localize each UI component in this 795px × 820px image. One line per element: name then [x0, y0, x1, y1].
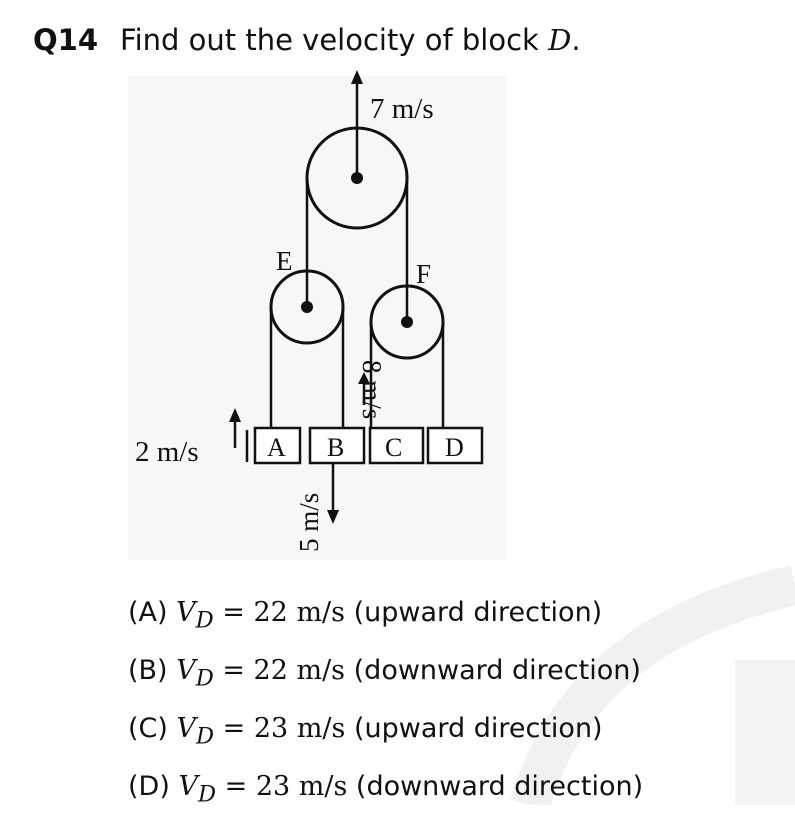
option-subscript: D [197, 781, 216, 808]
option-direction: (upward direction) [353, 712, 603, 744]
pulley-e-axle [301, 301, 313, 313]
option-symbol: V [178, 770, 198, 802]
block-b-label: B [327, 433, 344, 462]
question-variable: D [548, 23, 572, 57]
option-direction: (downward direction) [353, 654, 641, 686]
option-equals: = [222, 712, 246, 744]
question-number: Q14 [33, 23, 99, 57]
velocity-b-up-label: 8 m/s [357, 360, 387, 419]
option-direction: (upward direction) [353, 597, 603, 628]
block-c-label: C [385, 433, 402, 462]
option-symbol: V [176, 654, 196, 686]
option-label: (B) [128, 654, 168, 686]
option-value: 23 m/s [253, 712, 346, 744]
pulley-f-label: F [416, 259, 431, 289]
option-value: 23 m/s [255, 770, 348, 802]
option-label: (C) [128, 712, 168, 744]
velocity-a-arrow-head [229, 408, 241, 422]
option-b[interactable]: (B) VD = 22 m/s (downward direction) [128, 646, 643, 704]
pulley-diagram: 7 m/s E F 8 m/s 2 m/s A B C D 5 m/s [128, 70, 506, 560]
option-d[interactable]: (D) VD = 23 m/s (downward direction) [128, 762, 643, 820]
question-text: Find out the velocity of block [120, 23, 539, 57]
pulley-f-axle [401, 316, 413, 328]
option-subscript: D [195, 607, 214, 634]
option-equals: = [224, 770, 248, 802]
block-b [308, 426, 366, 465]
option-direction: (downward direction) [355, 770, 644, 802]
option-subscript: D [196, 723, 215, 750]
block-d-label: D [445, 433, 464, 462]
option-label: (D) [128, 770, 170, 802]
option-symbol: V [176, 712, 197, 744]
top-velocity-label: 7 m/s [370, 93, 434, 125]
block-a-label: A [267, 433, 286, 462]
option-symbol: V [176, 597, 196, 628]
block-c [368, 426, 425, 465]
velocity-b-up-arrow-head [358, 372, 370, 384]
option-value: 22 m/s [253, 597, 346, 628]
block-a [253, 426, 302, 465]
question-heading: Q14 Find out the velocity of block D. [33, 22, 581, 58]
option-equals: = [222, 597, 245, 628]
option-c[interactable]: (C) VD = 23 m/s (upward direction) [128, 704, 643, 762]
option-a[interactable]: (A) VD = 22 m/s (upward direction) [128, 588, 643, 646]
top-velocity-arrow-head [351, 70, 363, 84]
velocity-b-down-arrow-head [327, 510, 339, 524]
option-value: 22 m/s [253, 654, 346, 686]
top-pulley-axle [351, 172, 363, 184]
option-label: (A) [128, 597, 168, 628]
option-equals: = [222, 654, 245, 686]
question-period: . [571, 23, 581, 57]
answer-options: (A) VD = 22 m/s (upward direction) (B) V… [128, 588, 643, 820]
velocity-b-down-label: 5 m/s [294, 493, 324, 552]
velocity-a-label: 2 m/s [135, 436, 199, 468]
option-subscript: D [195, 665, 214, 692]
pulley-e-label: E [276, 246, 293, 276]
block-d [426, 426, 484, 465]
